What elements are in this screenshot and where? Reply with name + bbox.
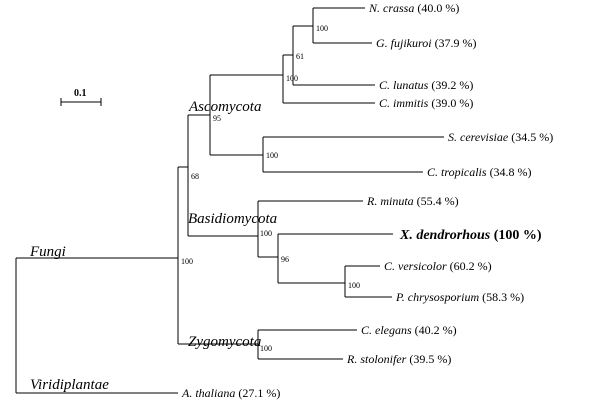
taxon-label: P. chrysosporium (58.3 %): [395, 290, 524, 304]
bootstrap-value: 61: [296, 52, 304, 61]
bootstrap-value: 96: [281, 255, 289, 264]
scale-bar-label: 0.1: [74, 88, 87, 99]
bootstrap-value: 100: [348, 281, 360, 290]
identity-value: (55.4 %): [417, 194, 459, 208]
bootstrap-value: 100: [260, 344, 272, 353]
identity-value: (27.1 %): [238, 386, 280, 400]
species-name: C. elegans: [361, 323, 412, 337]
identity-value: (100 %): [494, 228, 542, 243]
identity-value: (39.0 %): [431, 96, 473, 110]
taxon-label: R. stolonifer (39.5 %): [346, 352, 451, 366]
bootstrap-value: 100: [260, 229, 272, 238]
taxon-label: C. elegans (40.2 %): [361, 323, 457, 337]
bootstrap-value: 100: [316, 24, 328, 33]
taxon-label: S. cerevisiae (34.5 %): [448, 130, 553, 144]
taxon-label: G. fujikuroi (37.9 %): [376, 36, 477, 50]
clade-label-viridiplantae: Viridiplantae: [30, 377, 109, 393]
clade-label-fungi: Fungi: [29, 244, 66, 260]
bootstrap-value: 100: [181, 257, 193, 266]
species-name: X. dendrorhous: [399, 228, 491, 243]
taxon-label: R. minuta (55.4 %): [366, 194, 459, 208]
species-name: R. stolonifer: [346, 352, 407, 366]
species-name: C. lunatus: [379, 78, 429, 92]
bootstrap-value: 100: [286, 74, 298, 83]
identity-value: (39.2 %): [431, 78, 473, 92]
species-name: G. fujikuroi: [376, 36, 432, 50]
clade-label-basidiomycota: Basidiomycota: [188, 211, 277, 227]
identity-value: (34.8 %): [490, 165, 532, 179]
identity-value: (40.0 %): [417, 1, 459, 15]
identity-value: (60.2 %): [450, 259, 492, 273]
species-name: A. thaliana: [181, 386, 235, 400]
species-name: R. minuta: [366, 194, 414, 208]
tree-branches: [15, 7, 444, 394]
identity-value: (34.5 %): [511, 130, 553, 144]
species-name: C. versicolor: [384, 259, 447, 273]
identity-value: (39.5 %): [409, 352, 451, 366]
species-name: P. chrysosporium: [395, 290, 479, 304]
identity-value: (40.2 %): [415, 323, 457, 337]
clade-label-ascomycota: Ascomycota: [188, 99, 261, 115]
species-name: C. immitis: [379, 96, 429, 110]
taxon-label: C. versicolor (60.2 %): [384, 259, 492, 273]
taxon-label: N. crassa (40.0 %): [368, 1, 459, 15]
identity-value: (37.9 %): [435, 36, 477, 50]
identity-value: (58.3 %): [482, 290, 524, 304]
bootstrap-value: 100: [266, 151, 278, 160]
species-name: C. tropicalis: [427, 165, 487, 179]
bootstrap-value: 95: [213, 114, 221, 123]
scale-bar: 0.1: [60, 88, 102, 106]
taxon-label-highlighted: X. dendrorhous (100 %): [399, 228, 542, 243]
bootstrap-value: 68: [191, 172, 199, 181]
taxon-label: C. immitis (39.0 %): [379, 96, 473, 110]
species-name: S. cerevisiae: [448, 130, 509, 144]
taxon-label: C. lunatus (39.2 %): [379, 78, 473, 92]
taxon-label: C. tropicalis (34.8 %): [427, 165, 532, 179]
taxon-label: A. thaliana (27.1 %): [181, 386, 280, 400]
species-name: N. crassa: [368, 1, 414, 15]
clade-label-zygomycota: Zygomycota: [188, 334, 261, 350]
